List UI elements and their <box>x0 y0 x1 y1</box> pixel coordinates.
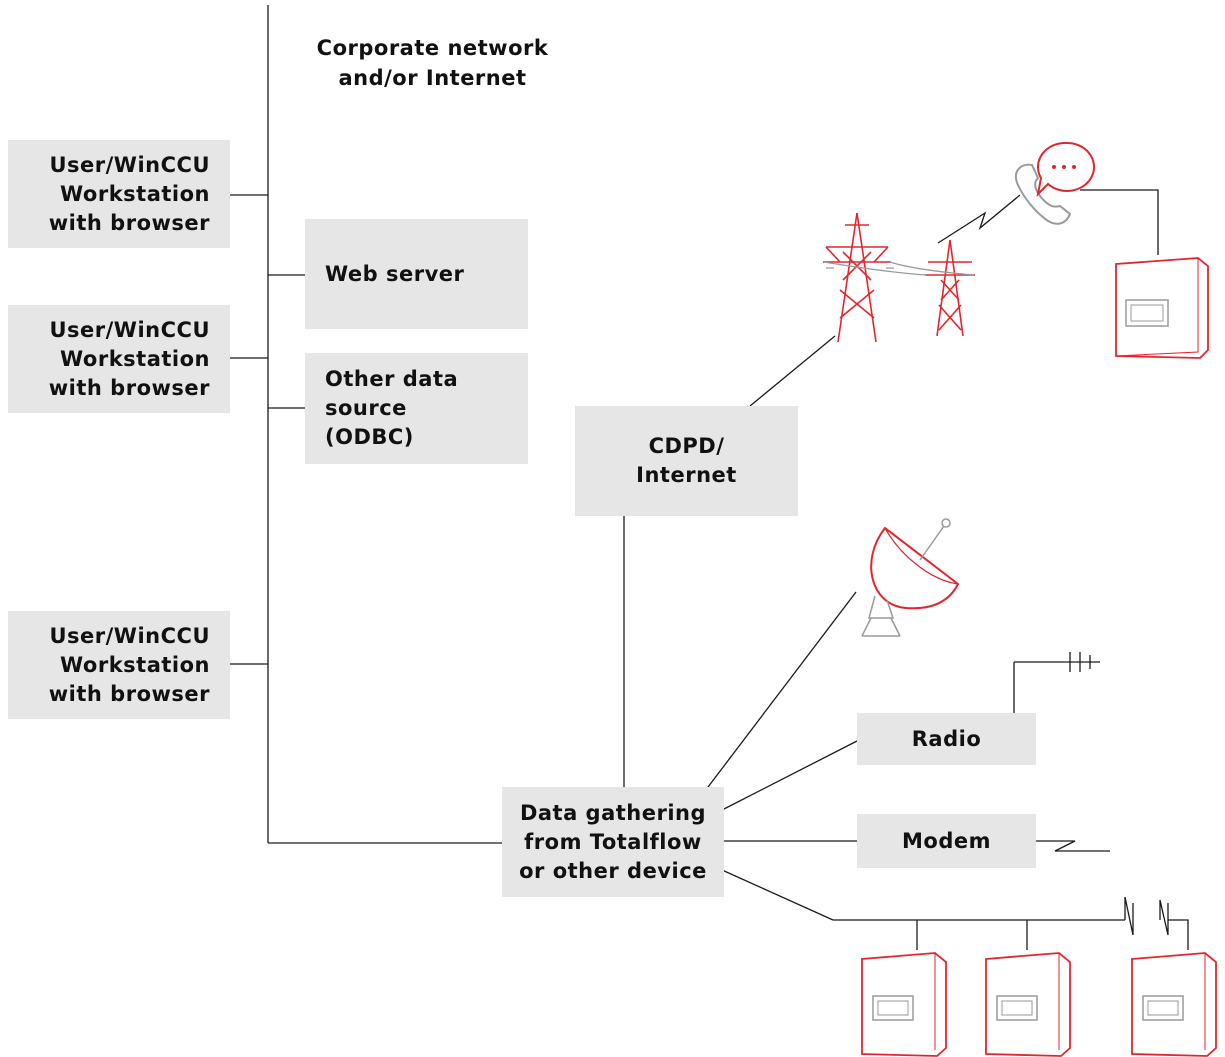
satellite-dish-icon <box>861 518 960 637</box>
data-gathering-box: Data gathering from Totalflow or other d… <box>502 787 724 897</box>
web-server-label: Web server <box>325 261 465 286</box>
workstation-box: User/WinCCU Workstation with browser <box>8 305 230 413</box>
radio-box: Radio <box>857 713 1036 765</box>
other-data-source-label: Other data source (ODBC) <box>325 367 459 449</box>
network-label: Corporate network and/or Internet <box>316 36 549 90</box>
workstation-label: User/WinCCU Workstation with browser <box>48 152 210 235</box>
workstation-label: User/WinCCU Workstation with browser <box>48 317 210 400</box>
modem-label: Modem <box>902 828 991 853</box>
connector-lines <box>230 5 1189 950</box>
flow-computer-icon <box>1131 952 1217 1057</box>
workstation-label: User/WinCCU Workstation with browser <box>48 623 210 706</box>
phone-speech-icon <box>1014 141 1096 225</box>
cdpd-box: CDPD/ Internet <box>575 406 798 516</box>
data-gathering-label: Data gathering from Totalflow or other d… <box>519 800 707 883</box>
flow-computer-icon <box>985 952 1071 1057</box>
flow-computer-icon <box>861 952 947 1057</box>
cdpd-label: CDPD/ Internet <box>636 434 737 487</box>
workstation-box: User/WinCCU Workstation with browser <box>8 140 230 248</box>
web-server-box: Web server <box>305 219 528 329</box>
power-tower-icon <box>823 212 975 343</box>
flow-computer-icon <box>1115 257 1209 359</box>
other-data-source-box: Other data source (ODBC) <box>305 353 528 464</box>
workstation-box: User/WinCCU Workstation with browser <box>8 611 230 719</box>
radio-label: Radio <box>911 726 982 751</box>
modem-box: Modem <box>857 814 1036 868</box>
